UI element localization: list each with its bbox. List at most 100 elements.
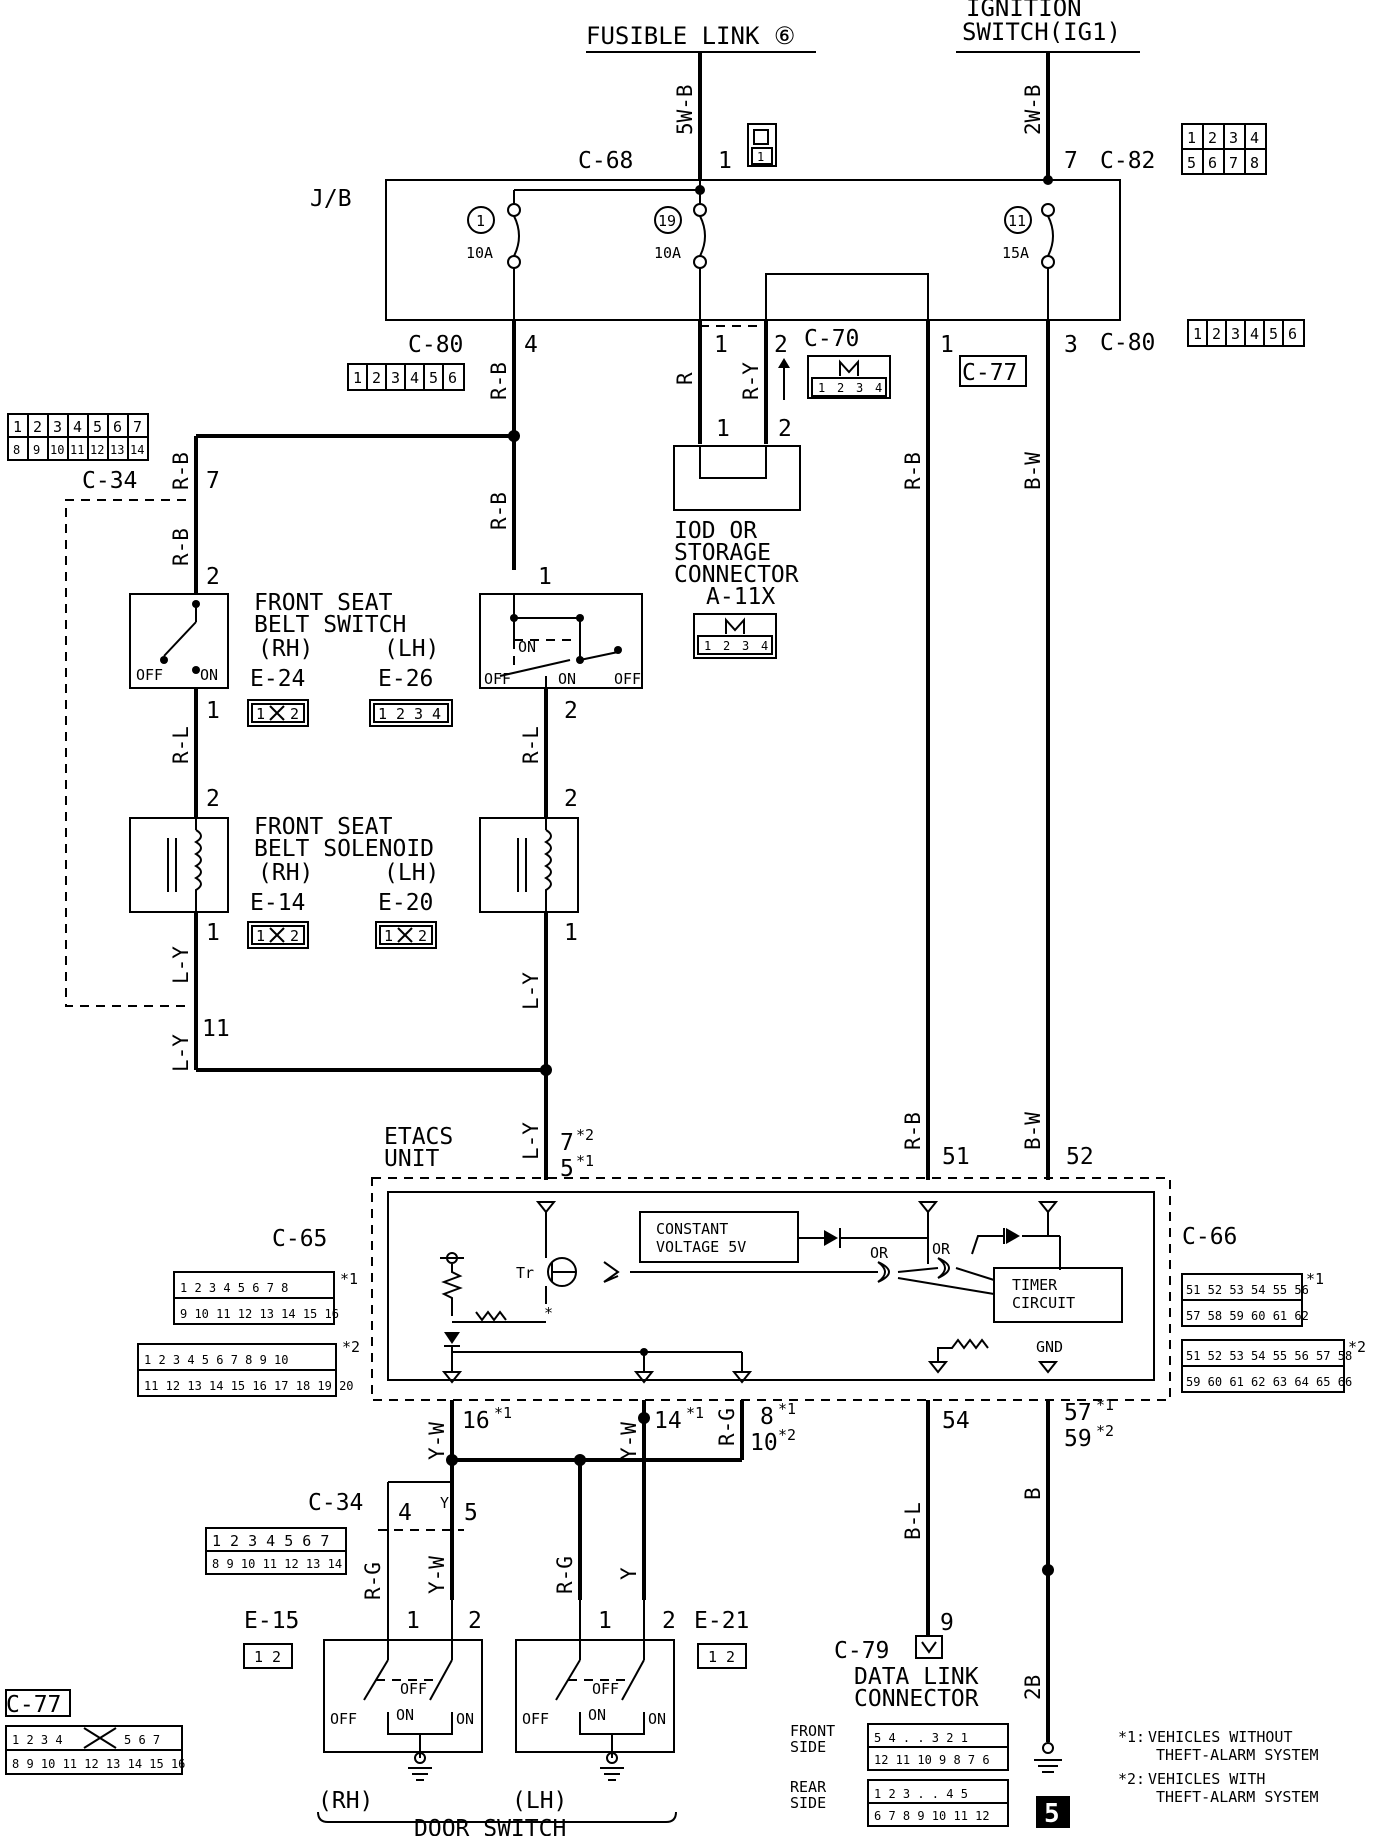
svg-text:R-G: R-G (361, 1562, 385, 1600)
svg-text:2: 2 (1208, 129, 1217, 147)
svg-text:Y: Y (440, 1494, 449, 1512)
svg-text:*2: *2 (1348, 1338, 1366, 1356)
svg-text:(RH): (RH) (258, 636, 313, 662)
svg-text:2: 2 (468, 1608, 482, 1634)
front-seat-belt-solenoid-lh (479, 817, 579, 913)
svg-text:2: 2 (778, 416, 792, 442)
svg-text:*1: *1 (494, 1404, 512, 1422)
svg-text:VEHICLES WITH: VEHICLES WITH (1148, 1770, 1265, 1788)
svg-text:3: 3 (1064, 332, 1078, 358)
front-seat-belt-solenoid-rh (129, 817, 229, 913)
svg-text:3: 3 (856, 381, 863, 395)
svg-text:8 9 10 11 12 13 14 15 16: 8 9 10 11 12 13 14 15 16 (12, 1757, 185, 1771)
svg-text:CONNECTOR: CONNECTOR (854, 1686, 979, 1712)
svg-text:Tr: Tr (516, 1264, 534, 1282)
svg-text:IOD OR: IOD OR (674, 518, 757, 544)
svg-text:Y-W: Y-W (425, 1422, 449, 1460)
svg-text:4: 4 (524, 332, 538, 358)
etacs-unit (387, 1191, 1155, 1381)
svg-text:8 9 10 11 12 13 14: 8 9 10 11 12 13 14 (212, 1557, 342, 1571)
svg-text:*1: *1 (686, 1404, 704, 1422)
front-seat-belt-switch-lh (479, 593, 643, 689)
svg-text:19: 19 (658, 212, 676, 230)
svg-text:ON: ON (648, 1710, 666, 1728)
svg-text:CONSTANT: CONSTANT (656, 1220, 728, 1238)
svg-text:TIMER: TIMER (1012, 1276, 1058, 1294)
c65-label: C-65 (272, 1226, 327, 1252)
fuse-11: 11 15A (1002, 203, 1055, 320)
svg-text:57: 57 (1064, 1400, 1092, 1426)
svg-text:*2: *2 (1096, 1422, 1114, 1440)
fusible-link-label: FUSIBLE LINK ⑥ (586, 22, 795, 50)
c34-connector-face-bottom: 1 2 3 4 5 6 7 8 9 10 11 12 13 14 (205, 1527, 347, 1575)
svg-text:5 4 . . 3 2 1: 5 4 . . 3 2 1 (874, 1731, 968, 1745)
svg-text:4: 4 (875, 381, 882, 395)
svg-text:(LH): (LH) (384, 636, 439, 662)
svg-text:2: 2 (290, 705, 299, 723)
svg-text:OFF: OFF (330, 1710, 357, 1728)
svg-text:CIRCUIT: CIRCUIT (1012, 1294, 1075, 1312)
svg-text:2: 2 (272, 1648, 281, 1666)
svg-text:2: 2 (837, 381, 844, 395)
svg-text:1: 1 (708, 1648, 717, 1666)
svg-text:6: 6 (1288, 325, 1297, 343)
svg-text:OR: OR (870, 1244, 889, 1262)
svg-text:*1:: *1: (1118, 1728, 1145, 1746)
svg-text:ON: ON (396, 1706, 414, 1724)
svg-text:12: 12 (90, 443, 104, 457)
svg-text:2: 2 (662, 1608, 676, 1634)
svg-text:FRONT SEAT: FRONT SEAT (254, 814, 393, 840)
svg-text:5: 5 (1269, 325, 1278, 343)
svg-text:ON: ON (200, 666, 218, 684)
svg-text:1: 1 (718, 148, 732, 174)
svg-text:1: 1 (1187, 129, 1196, 147)
etacs-unit-outline (371, 1177, 1171, 1401)
door-switch-rh (323, 1639, 483, 1753)
svg-text:B: B (1021, 1487, 1045, 1500)
svg-text:L-Y: L-Y (169, 946, 193, 984)
svg-text:5: 5 (429, 369, 438, 387)
svg-text:1: 1 (254, 1648, 263, 1666)
a11x-label: A-11X (706, 584, 775, 610)
svg-text:6: 6 (448, 369, 457, 387)
fuse-1: 1 10A (466, 203, 521, 320)
svg-text:Y-W: Y-W (425, 1556, 449, 1594)
svg-text:5: 5 (1187, 154, 1196, 172)
svg-text:7: 7 (1229, 154, 1238, 172)
svg-text:R-G: R-G (553, 1556, 577, 1594)
svg-text:(LH): (LH) (512, 1788, 567, 1814)
svg-text:1: 1 (1193, 325, 1202, 343)
svg-text:8: 8 (760, 1404, 774, 1430)
svg-text:3: 3 (742, 639, 749, 653)
svg-text:L-Y: L-Y (169, 1034, 193, 1072)
svg-text:L-Y: L-Y (519, 972, 543, 1010)
junction-block (385, 179, 1121, 321)
svg-text:9: 9 (940, 1610, 954, 1636)
svg-text:1 2 3 4 5 6 7: 1 2 3 4 5 6 7 (212, 1532, 329, 1550)
svg-text:1: 1 (940, 332, 954, 358)
svg-text:4: 4 (432, 705, 441, 723)
c70-label: C-70 (804, 326, 859, 352)
svg-text:8: 8 (1250, 154, 1259, 172)
svg-text:9: 9 (33, 443, 40, 457)
e21-label: E-21 (694, 1608, 749, 1634)
svg-text:*1: *1 (1306, 1270, 1324, 1288)
svg-text:7: 7 (1064, 148, 1078, 174)
svg-text:59: 59 (1064, 1426, 1092, 1452)
svg-text:B-W: B-W (1021, 1112, 1045, 1150)
svg-text:6: 6 (113, 418, 122, 436)
svg-text:1: 1 (476, 212, 485, 230)
data-link-rear-face: 1 2 3 . . 4 5 6 7 8 9 10 11 12 (867, 1779, 1009, 1827)
svg-text:52: 52 (1066, 1144, 1094, 1170)
svg-text:1: 1 (716, 416, 730, 442)
svg-text:5: 5 (1044, 1799, 1060, 1829)
iod-connector (673, 445, 801, 511)
svg-text:5 6 7: 5 6 7 (124, 1733, 160, 1747)
svg-text:CONNECTOR: CONNECTOR (674, 562, 799, 588)
svg-text:ON: ON (518, 638, 536, 656)
